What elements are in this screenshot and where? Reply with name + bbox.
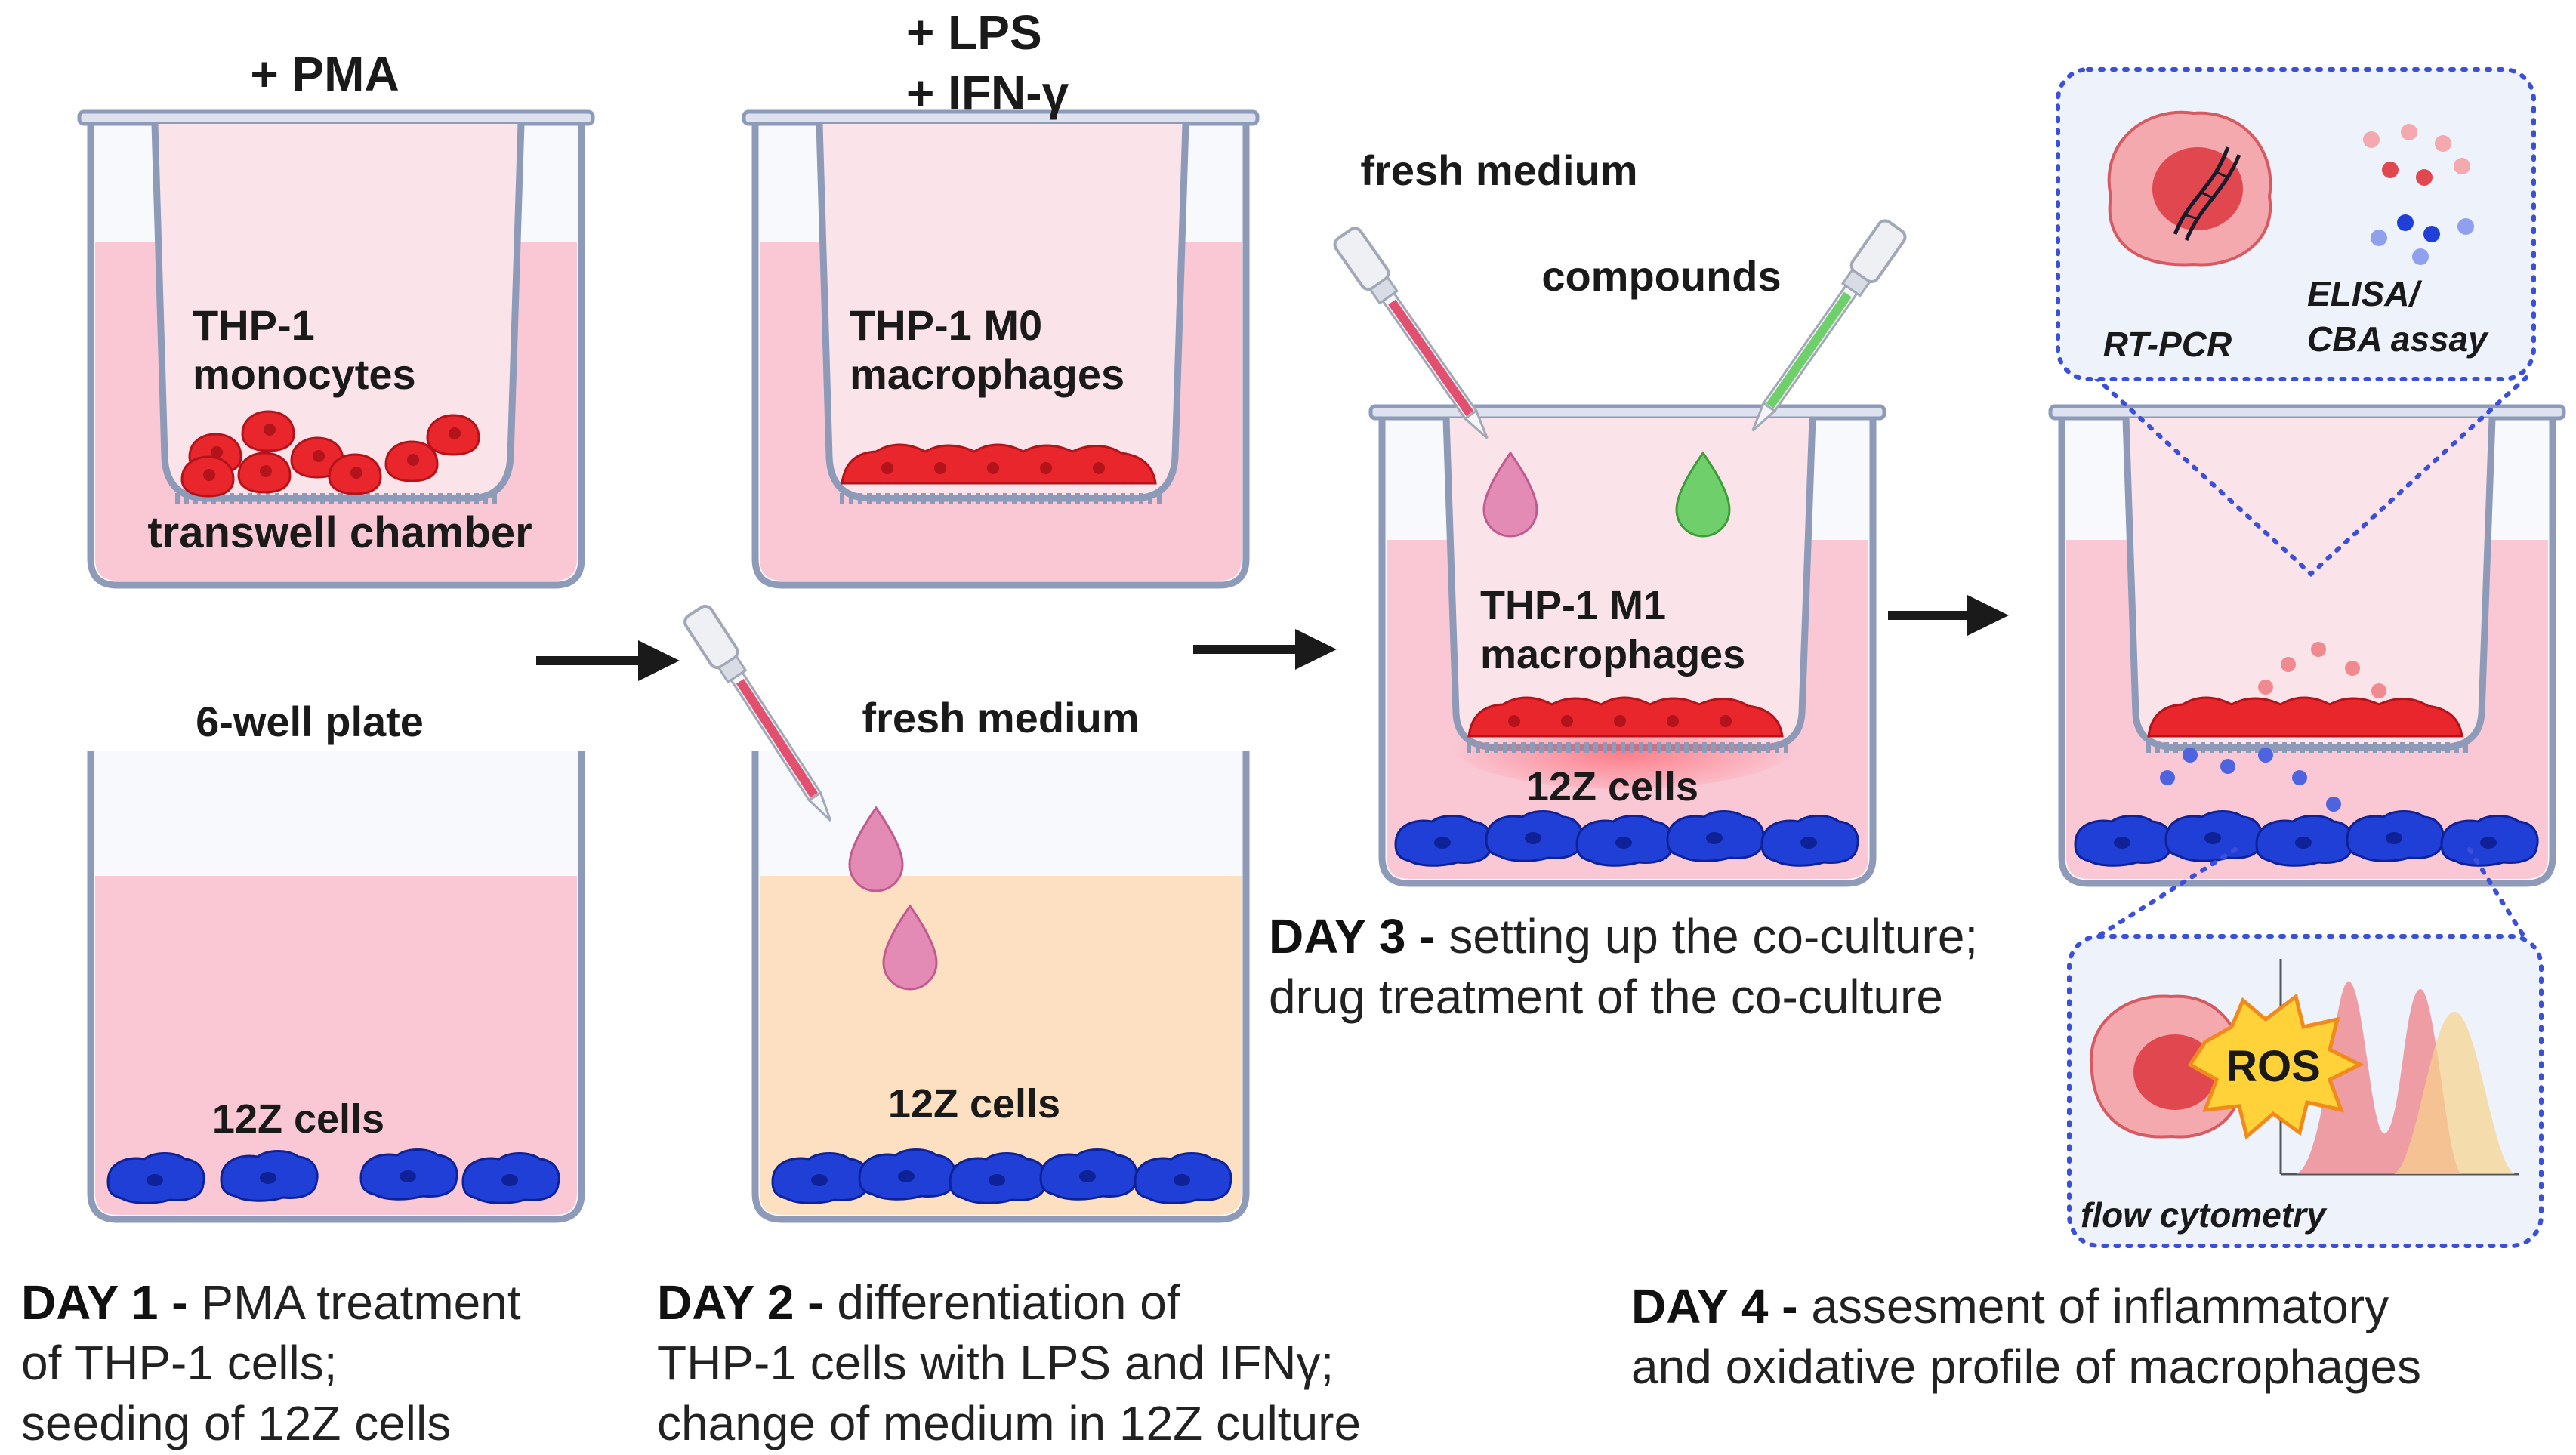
elisa-label-2: CBA assay xyxy=(2307,319,2489,359)
day2-reagent-label-2: + IFN-γ xyxy=(906,66,1069,120)
rtpcr-label: RT-PCR xyxy=(2103,325,2232,364)
day2-reagent-label-1: + LPS xyxy=(906,5,1042,60)
day1-chamber-label: transwell chamber xyxy=(147,508,532,557)
day4-caption-line2: and oxidative profile of macrophages xyxy=(1631,1339,2421,1394)
day3-caption: DAY 3 - setting up the co-culture; drug … xyxy=(1269,906,2099,1027)
pipette-icon xyxy=(1738,216,1910,441)
day3-12z-label: 12Z cells xyxy=(1526,764,1698,809)
day1-cells-label-1: THP-1 xyxy=(193,301,315,349)
day2-caption-line3: change of medium in 12Z culture xyxy=(657,1396,1362,1450)
day2-plate-well xyxy=(751,751,1250,1223)
arrow-right-icon xyxy=(1193,629,1337,670)
histogram-icon xyxy=(2279,959,2519,1176)
day4-zoom-lines-top xyxy=(2093,375,2528,578)
day4-caption-line1: assesment of inflammatory xyxy=(1811,1279,2389,1333)
day2-caption-line1: differentiation of xyxy=(837,1275,1180,1330)
cytokine-dots xyxy=(2363,124,2474,265)
day2-caption-line2: THP-1 cells with LPS and IFNγ; xyxy=(657,1336,1334,1390)
day1-caption-day: DAY 1 - xyxy=(21,1275,188,1330)
arrow-right-icon xyxy=(1888,595,2009,636)
day1-caption-line3: seeding of 12Z cells xyxy=(21,1396,452,1450)
day3-cells-label-1: THP-1 M1 xyxy=(1480,583,1666,628)
day1-caption: DAY 1 - PMA treatment of THP-1 cells; se… xyxy=(21,1272,580,1453)
ros-burst-icon xyxy=(2187,993,2365,1140)
day2-caption: DAY 2 - differentiation of THP-1 cells w… xyxy=(657,1272,1488,1453)
day4-secreted-factors xyxy=(2160,642,2386,812)
day2-12z-label: 12Z cells xyxy=(888,1081,1060,1127)
day2-drop-2 xyxy=(882,904,938,991)
day3-caption-line2: drug treatment of the co-culture xyxy=(1269,969,1943,1024)
dna-icon xyxy=(2173,146,2241,241)
day2-medium-label: fresh medium xyxy=(862,694,1139,741)
day1-reagent-label: + PMA xyxy=(250,47,399,101)
day2-caption-day: DAY 2 - xyxy=(657,1275,824,1330)
day3-green-drop xyxy=(1675,451,1731,538)
day1-plate-label: 6-well plate xyxy=(196,698,424,745)
day3-thp1-m1 xyxy=(1467,696,1784,738)
day3-caption-day: DAY 3 - xyxy=(1269,909,1436,963)
day3-medium-label: fresh medium xyxy=(1360,146,1637,194)
day4-caption-day: DAY 4 - xyxy=(1631,1279,1798,1333)
day1-plate-well xyxy=(87,751,585,1223)
day1-12z-label: 12Z cells xyxy=(212,1096,384,1142)
day1-caption-line1: PMA treatment xyxy=(201,1275,521,1330)
flow-label: flow cytometry xyxy=(2081,1195,2328,1235)
day2-cells-label-1: THP-1 M0 xyxy=(850,301,1042,349)
elisa-label-1: ELISA/ xyxy=(2307,274,2422,313)
day3-pink-drop xyxy=(1482,451,1538,538)
day4-coculture-well xyxy=(2048,404,2566,887)
pipette-icon xyxy=(680,602,845,831)
day2-thp1-m0 xyxy=(841,443,1157,485)
day2-drop-1 xyxy=(848,806,904,892)
day4-caption: DAY 4 - assesment of inflammatory and ox… xyxy=(1631,1276,2568,1397)
day4-zoom-lines-bottom xyxy=(2090,847,2528,942)
arrow-right-icon xyxy=(536,640,680,681)
pipette-icon xyxy=(1330,223,1501,449)
day2-cells-label-2: macrophages xyxy=(850,350,1124,398)
macrophage-icon xyxy=(2107,110,2272,267)
day3-compounds-label: compounds xyxy=(1541,252,1781,300)
day1-caption-line2: of THP-1 cells; xyxy=(21,1336,338,1390)
ros-label: ROS xyxy=(2226,1042,2321,1091)
day1-cells-label-2: monocytes xyxy=(193,350,416,398)
day3-caption-line1: setting up the co-culture; xyxy=(1448,909,1979,963)
day3-cells-label-2: macrophages xyxy=(1480,632,1745,677)
